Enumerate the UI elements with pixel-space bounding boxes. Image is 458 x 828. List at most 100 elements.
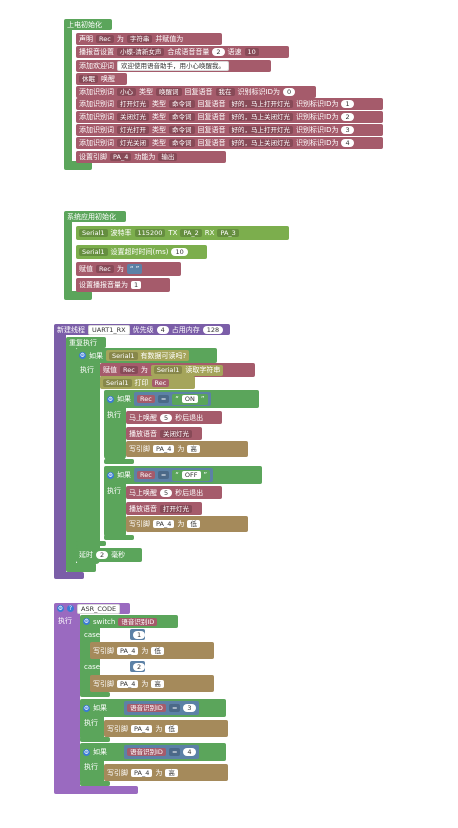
if-on-gear-icon[interactable]: ⚙ xyxy=(107,395,114,403)
compare-on-block[interactable]: Rec = “ON” xyxy=(134,392,211,406)
assign-read-block[interactable]: 赋值 Rec 为 Serial1 读取字符串 xyxy=(100,363,255,377)
on-var[interactable]: Rec xyxy=(137,395,155,403)
case1-write-block[interactable]: 写引脚 PA_4 为 低 xyxy=(90,642,214,659)
init-row-4-part-5[interactable]: 我在 xyxy=(215,88,235,96)
init-row-4-part-3[interactable]: 唤醒词 xyxy=(156,88,182,96)
write-pin-2[interactable]: PA_4 xyxy=(153,520,175,528)
init-hat-block[interactable]: 上电初始化 xyxy=(64,19,112,30)
if3-write-block[interactable]: 写引脚 PA_4 为 低 xyxy=(104,720,228,737)
case1-value-block[interactable]: 1 xyxy=(130,629,146,640)
case1-pin[interactable]: PA_4 xyxy=(117,646,139,655)
if-on-header[interactable]: ⚙ 如果 Rec = “ON” xyxy=(104,390,259,408)
write-high-block[interactable]: 写引脚 PA_4 为 高 xyxy=(126,441,248,457)
init-row-4-part-7[interactable]: 0 xyxy=(282,88,296,96)
if3-level[interactable]: 低 xyxy=(165,724,178,733)
print-var[interactable]: Rec xyxy=(151,378,170,387)
init-row-5-part-7[interactable]: 1 xyxy=(341,100,354,108)
baud-dropdown[interactable]: 115200 xyxy=(134,229,166,237)
wake-exit-off-block[interactable]: 马上唤醒 5 秒后退出 xyxy=(126,486,222,499)
on-string-block[interactable]: “ON” xyxy=(172,393,208,405)
init-row-7-part-5[interactable]: 好的，马上打开灯光 xyxy=(228,126,293,134)
on-string[interactable]: ON xyxy=(181,395,198,403)
off-op-dropdown[interactable]: = xyxy=(157,471,170,479)
thread-name-field[interactable]: UART1_RX xyxy=(88,324,130,335)
timeout-value[interactable]: 10 xyxy=(171,248,188,256)
read-port-dropdown[interactable]: Serial1 xyxy=(153,366,183,374)
init-row-5-part-1[interactable]: 打开灯光 xyxy=(117,100,149,108)
asr-header-block[interactable]: ⚙ ? ASR_CODE xyxy=(54,603,130,614)
if4-var[interactable]: 语音识别ID xyxy=(127,748,166,756)
init-row-1-part-1[interactable]: 小蝶-清新女声 xyxy=(117,48,165,56)
serial-available-block[interactable]: Serial1 有数据可读吗? xyxy=(106,350,190,361)
if3-header[interactable]: ⚙ 如果 语音识别ID = 3 xyxy=(80,699,226,717)
case1-level[interactable]: 低 xyxy=(151,646,164,655)
switch-var[interactable]: 语音识别ID xyxy=(118,617,158,626)
if4-pin[interactable]: PA_4 xyxy=(131,768,153,777)
init-row-6-part-7[interactable]: 2 xyxy=(341,113,354,121)
if3-compare-block[interactable]: 语音识别ID = 3 xyxy=(124,701,199,715)
init-row-1-part-5[interactable]: 10 xyxy=(244,48,259,56)
init-row-8-part-3[interactable]: 命令词 xyxy=(169,139,195,147)
if4-gear-icon[interactable]: ⚙ xyxy=(83,748,90,756)
if3-gear-icon[interactable]: ⚙ xyxy=(83,704,90,712)
write-level[interactable]: 高 xyxy=(187,445,200,453)
play-off-block[interactable]: 播放语音 打开灯光 xyxy=(126,502,202,515)
serial-port-dropdown[interactable]: Serial1 xyxy=(79,229,108,237)
init-row-3[interactable]: 休眠唤醒 xyxy=(76,73,127,85)
asr-block-stack[interactable] xyxy=(54,603,80,794)
case2-write-block[interactable]: 写引脚 PA_4 为 高 xyxy=(90,675,214,692)
init-row-8-part-7[interactable]: 4 xyxy=(341,139,354,147)
init-row-9-part-1[interactable]: PA_4 xyxy=(110,153,132,161)
sys-block-stack[interactable] xyxy=(64,211,72,299)
asr-name-field[interactable]: ASR_CODE xyxy=(77,603,121,614)
if-gear-icon[interactable]: ⚙ xyxy=(79,352,86,359)
off-string-block[interactable]: “OFF” xyxy=(172,469,211,481)
serial-begin-block[interactable]: Serial1 波特率 115200 TX PA_2 RX PA_3 xyxy=(76,226,289,240)
set-volume-block[interactable]: 设置播报音量为 1 xyxy=(76,278,170,292)
on-op-dropdown[interactable]: = xyxy=(157,395,170,403)
asr-gear-icon[interactable]: ⚙ xyxy=(57,605,64,612)
write-level-2[interactable]: 低 xyxy=(187,520,200,528)
if4-compare-block[interactable]: 语音识别ID = 4 xyxy=(124,745,199,759)
avail-port-dropdown[interactable]: Serial1 xyxy=(109,351,138,360)
wake-seconds-2[interactable]: 5 xyxy=(160,488,173,497)
sys-hat-block[interactable]: 系统应用初始化 xyxy=(64,211,126,222)
init-row-4-part-1[interactable]: 小心 xyxy=(117,88,136,96)
play-on-dropdown[interactable]: 关闭灯光 xyxy=(160,429,192,438)
if4-level[interactable]: 高 xyxy=(165,768,178,777)
thread-block-stack[interactable] xyxy=(54,325,66,579)
delay-value[interactable]: 2 xyxy=(96,551,109,559)
if4-header[interactable]: ⚙ 如果 语音识别ID = 4 xyxy=(80,743,226,761)
serial-read-block[interactable]: Serial1 读取字符串 xyxy=(150,364,224,376)
init-row-2-part-1[interactable]: 欢迎使用语音助手，用小心唤醒我。 xyxy=(117,61,229,71)
init-row-8-part-5[interactable]: 好的，马上关闭灯光 xyxy=(228,139,293,147)
assign-var-dropdown[interactable]: Rec xyxy=(96,265,114,273)
if-off-gear-icon[interactable]: ⚙ xyxy=(107,471,114,479)
if3-var[interactable]: 语音识别ID xyxy=(127,704,166,712)
init-row-2[interactable]: 添加欢迎词欢迎使用语音助手，用小心唤醒我。 xyxy=(76,60,271,72)
case2-level[interactable]: 高 xyxy=(151,679,164,688)
if-off-stack[interactable] xyxy=(104,466,126,538)
play-on-block[interactable]: 播放语音 关闭灯光 xyxy=(126,427,202,440)
case2-value-block[interactable]: 2 xyxy=(130,661,146,672)
if3-pin[interactable]: PA_4 xyxy=(131,724,153,733)
init-row-6-part-5[interactable]: 好的，马上关闭灯光 xyxy=(228,113,293,121)
init-row-9-part-3[interactable]: 输出 xyxy=(158,153,178,161)
case1-value[interactable]: 1 xyxy=(133,630,146,639)
switch-gear-icon[interactable]: ⚙ xyxy=(83,618,90,625)
case2-value[interactable]: 2 xyxy=(133,662,146,671)
rx-pin-dropdown[interactable]: PA_3 xyxy=(217,229,239,237)
init-row-6-part-1[interactable]: 关闭灯光 xyxy=(117,113,149,121)
init-row-8-part-1[interactable]: 灯光关闭 xyxy=(117,139,149,147)
read-var-dropdown[interactable]: Rec xyxy=(120,366,138,374)
serial-timeout-block[interactable]: Serial1 设置超时时间(ms) 10 xyxy=(76,245,207,259)
off-var[interactable]: Rec xyxy=(137,471,155,479)
init-row-7-part-3[interactable]: 命令词 xyxy=(169,126,195,134)
if4-write-block[interactable]: 写引脚 PA_4 为 高 xyxy=(104,764,228,781)
if4-value[interactable]: 4 xyxy=(183,748,196,756)
repeat-header[interactable]: 重复执行 xyxy=(66,337,106,348)
